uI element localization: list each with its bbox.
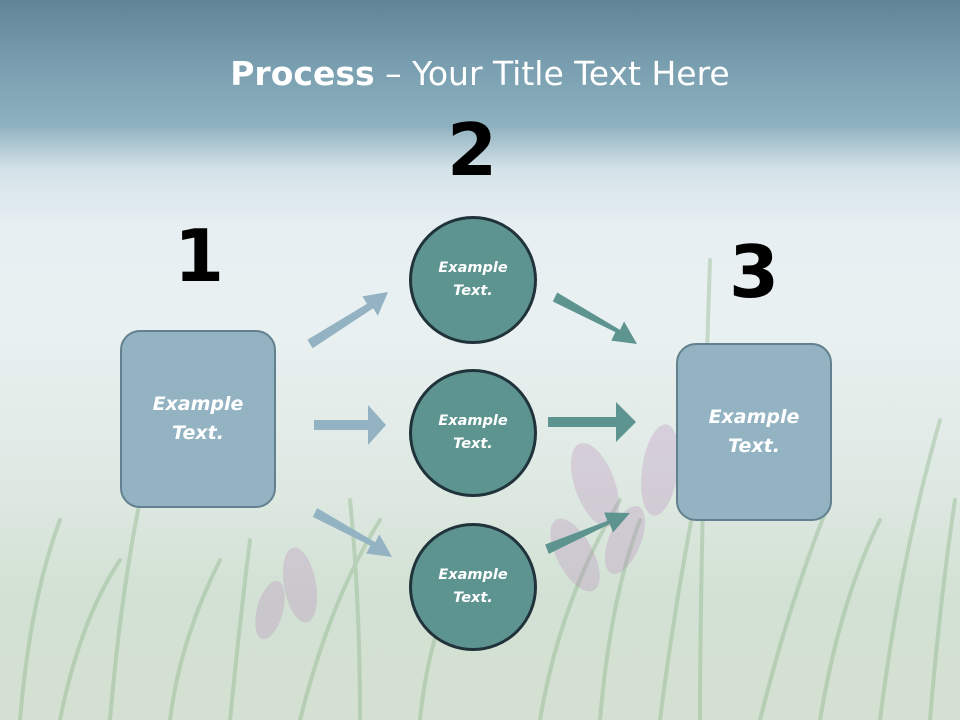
step-1-box: Example Text. bbox=[120, 330, 276, 508]
step-number-1: 1 bbox=[173, 214, 225, 298]
circle-bottom-text: Example Text. bbox=[438, 567, 508, 606]
circle-top-text: Example Text. bbox=[438, 260, 508, 299]
step-3-box: Example Text. bbox=[676, 343, 832, 521]
circle-middle-text: Example Text. bbox=[438, 413, 508, 452]
step-3-box-text: Example Text. bbox=[708, 406, 800, 457]
step-1-box-text: Example Text. bbox=[152, 393, 244, 444]
step-number-3: 3 bbox=[728, 230, 780, 314]
step-2-circle-top: Example Text. bbox=[409, 216, 537, 344]
step-number-2: 2 bbox=[446, 108, 498, 192]
title-bold-word: Process bbox=[230, 54, 375, 93]
step-2-circle-bottom: Example Text. bbox=[409, 523, 537, 651]
slide-title: Process – Your Title Text Here bbox=[0, 52, 960, 96]
step-2-circle-middle: Example Text. bbox=[409, 369, 537, 497]
title-rest: – Your Title Text Here bbox=[374, 54, 730, 93]
